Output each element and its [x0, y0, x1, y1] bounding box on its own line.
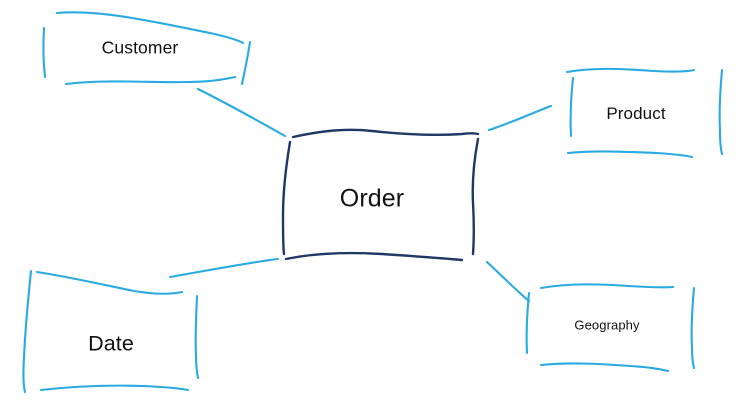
node-box-order[interactable] — [281, 128, 480, 262]
geography-edge-bottom — [539, 362, 670, 373]
customer-edge-bottom — [64, 75, 237, 86]
node-box-customer[interactable] — [42, 11, 252, 86]
order-edge-top — [291, 128, 480, 139]
date-edge-bottom — [39, 384, 190, 392]
product-edge-top — [565, 67, 696, 74]
node-box-product[interactable] — [565, 67, 724, 159]
node-label-geography: Geography — [574, 317, 640, 333]
connector-order-geography — [485, 260, 531, 303]
node-label-order: Order — [339, 184, 405, 213]
order-edge-right — [471, 137, 480, 256]
order-edge-left — [281, 140, 292, 256]
customer-edge-right — [240, 40, 252, 86]
product-edge-bottom — [566, 150, 694, 159]
node-box-geography[interactable] — [525, 283, 696, 373]
connector-customer-order — [196, 87, 287, 138]
connector-order-product — [487, 104, 553, 132]
date-edge-right — [194, 294, 200, 380]
node-label-customer: Customer — [101, 37, 179, 58]
connector-lines — [168, 87, 553, 303]
geography-edge-left — [525, 291, 531, 355]
customer-edge-top — [55, 11, 245, 45]
node-label-product: Product — [606, 104, 666, 123]
geography-edge-top — [539, 283, 675, 290]
date-edge-left — [22, 269, 33, 394]
node-box-date[interactable] — [22, 269, 200, 394]
product-edge-left — [569, 76, 575, 138]
product-edge-right — [718, 68, 724, 156]
node-label-date: Date — [88, 331, 134, 356]
customer-edge-left — [42, 26, 47, 79]
order-edge-bottom — [284, 251, 464, 262]
date-edge-top — [35, 270, 184, 295]
geography-edge-right — [690, 286, 696, 370]
connector-date-order — [168, 257, 280, 279]
